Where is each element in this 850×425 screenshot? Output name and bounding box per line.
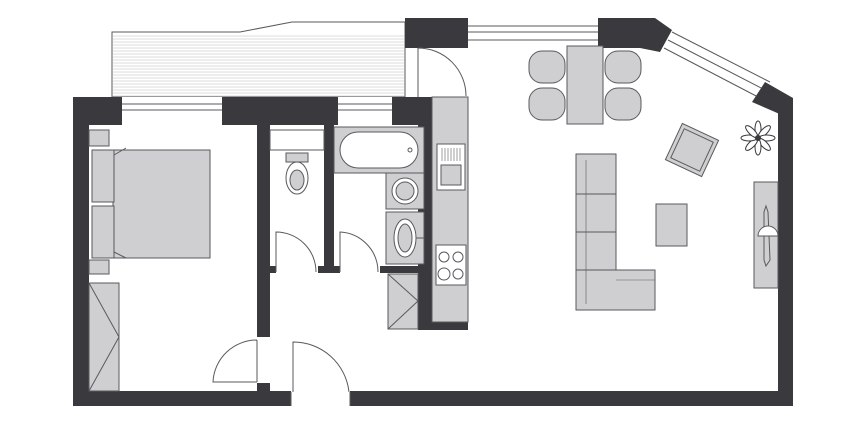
dining-table-set <box>528 45 642 125</box>
chair <box>604 87 642 121</box>
nightstand-bottom <box>88 259 110 275</box>
bedroom <box>88 129 211 392</box>
bathroom <box>333 126 425 265</box>
coffee-table <box>655 203 688 247</box>
double-bed <box>91 147 211 259</box>
armchair <box>664 122 720 178</box>
windows <box>122 25 771 125</box>
bathroom-sink <box>385 211 425 265</box>
chair <box>528 50 566 84</box>
tv-console <box>753 181 779 289</box>
kitchen-counter <box>431 96 469 323</box>
balcony <box>111 21 406 98</box>
stove <box>435 244 467 286</box>
balcony-decking <box>113 35 404 97</box>
window-bathroom <box>338 97 392 125</box>
door-toilet <box>275 231 317 273</box>
kitchen <box>431 96 469 323</box>
sofa <box>575 153 656 311</box>
chair <box>528 87 566 121</box>
bathtub <box>333 126 425 174</box>
toilet-room <box>269 129 325 195</box>
door-balcony <box>417 47 467 97</box>
plant <box>740 120 776 156</box>
door-entrance <box>290 341 351 407</box>
nightstand-top <box>88 129 110 147</box>
door-bedroom <box>212 339 258 383</box>
toilet-shelf <box>269 129 325 151</box>
door-bathroom <box>339 231 379 273</box>
doors <box>212 47 467 407</box>
living-room <box>528 45 779 311</box>
window-bedroom <box>122 97 222 125</box>
chair <box>604 50 642 84</box>
window-living-top <box>468 25 598 41</box>
washing-machine <box>385 172 425 210</box>
hall-closet <box>387 273 419 330</box>
kitchen-sink <box>436 143 466 191</box>
wardrobe <box>88 282 120 392</box>
window-living-diagonal <box>663 31 771 99</box>
walls <box>73 18 793 406</box>
toilet <box>285 152 309 195</box>
